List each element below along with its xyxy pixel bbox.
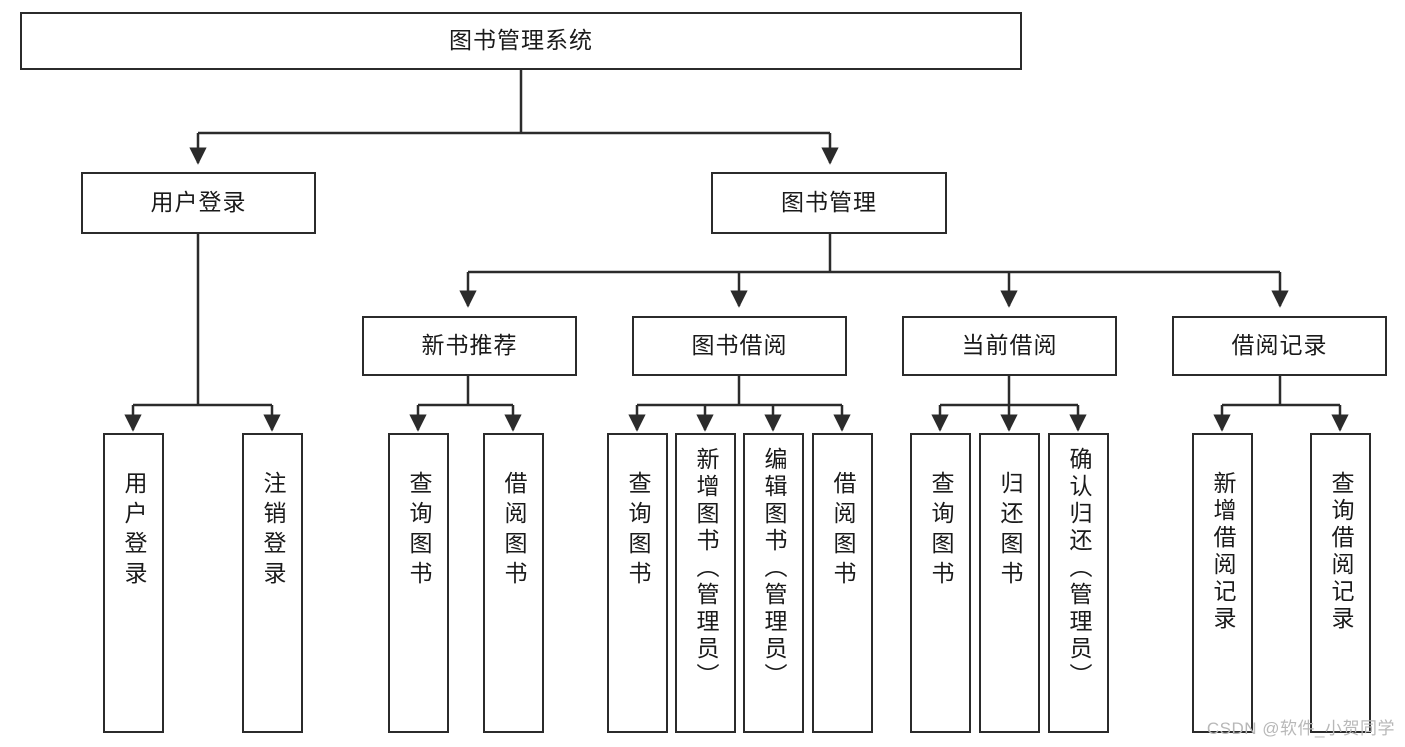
- node-book-borrow-label: 图书借阅: [691, 332, 788, 359]
- node-leaf-edit-book[interactable]: 编辑图书（管理员）: [743, 433, 804, 733]
- node-user-login[interactable]: 用户登录: [81, 172, 316, 234]
- node-borrow-record-label: 借阅记录: [1231, 332, 1328, 359]
- node-leaf-query-book-2[interactable]: 查询图书: [607, 433, 668, 733]
- node-leaf-query-book-3[interactable]: 查询图书: [910, 433, 971, 733]
- node-leaf-edit-book-label: 编辑图书（管理员）: [761, 447, 787, 690]
- node-leaf-user-login-label: 用户登录: [121, 471, 147, 591]
- node-leaf-return-book-label: 归还图书: [997, 471, 1023, 591]
- node-borrow-record[interactable]: 借阅记录: [1172, 316, 1387, 376]
- node-leaf-add-record[interactable]: 新增借阅记录: [1192, 433, 1253, 733]
- node-leaf-query-book-3-label: 查询图书: [928, 471, 954, 591]
- node-leaf-add-book[interactable]: 新增图书（管理员）: [675, 433, 736, 733]
- node-book-borrow[interactable]: 图书借阅: [632, 316, 847, 376]
- node-leaf-user-logout[interactable]: 注销登录: [242, 433, 303, 733]
- node-leaf-borrow-book-2[interactable]: 借阅图书: [812, 433, 873, 733]
- node-leaf-query-book-1[interactable]: 查询图书: [388, 433, 449, 733]
- node-leaf-borrow-book-1[interactable]: 借阅图书: [483, 433, 544, 733]
- node-leaf-confirm-return[interactable]: 确认归还（管理员）: [1048, 433, 1109, 733]
- node-leaf-borrow-book-2-label: 借阅图书: [830, 471, 856, 591]
- node-leaf-query-book-1-label: 查询图书: [406, 471, 432, 591]
- node-leaf-query-record-label: 查询借阅记录: [1328, 471, 1354, 633]
- node-current-borrow[interactable]: 当前借阅: [902, 316, 1117, 376]
- node-leaf-query-record[interactable]: 查询借阅记录: [1310, 433, 1371, 733]
- node-leaf-user-login[interactable]: 用户登录: [103, 433, 164, 733]
- node-leaf-user-logout-label: 注销登录: [260, 471, 286, 591]
- node-root-label: 图书管理系统: [449, 27, 593, 54]
- node-leaf-borrow-book-1-label: 借阅图书: [501, 471, 527, 591]
- node-root[interactable]: 图书管理系统: [20, 12, 1022, 70]
- node-leaf-query-book-2-label: 查询图书: [625, 471, 651, 591]
- node-book-manage[interactable]: 图书管理: [711, 172, 947, 234]
- node-leaf-confirm-return-label: 确认归还（管理员）: [1066, 447, 1092, 690]
- node-leaf-add-record-label: 新增借阅记录: [1210, 471, 1236, 633]
- node-user-login-label: 用户登录: [150, 189, 247, 216]
- node-new-book-recommend-label: 新书推荐: [421, 332, 518, 359]
- node-current-borrow-label: 当前借阅: [961, 332, 1058, 359]
- node-book-manage-label: 图书管理: [781, 189, 877, 216]
- node-new-book-recommend[interactable]: 新书推荐: [362, 316, 577, 376]
- node-leaf-add-book-label: 新增图书（管理员）: [693, 447, 719, 690]
- node-leaf-return-book[interactable]: 归还图书: [979, 433, 1040, 733]
